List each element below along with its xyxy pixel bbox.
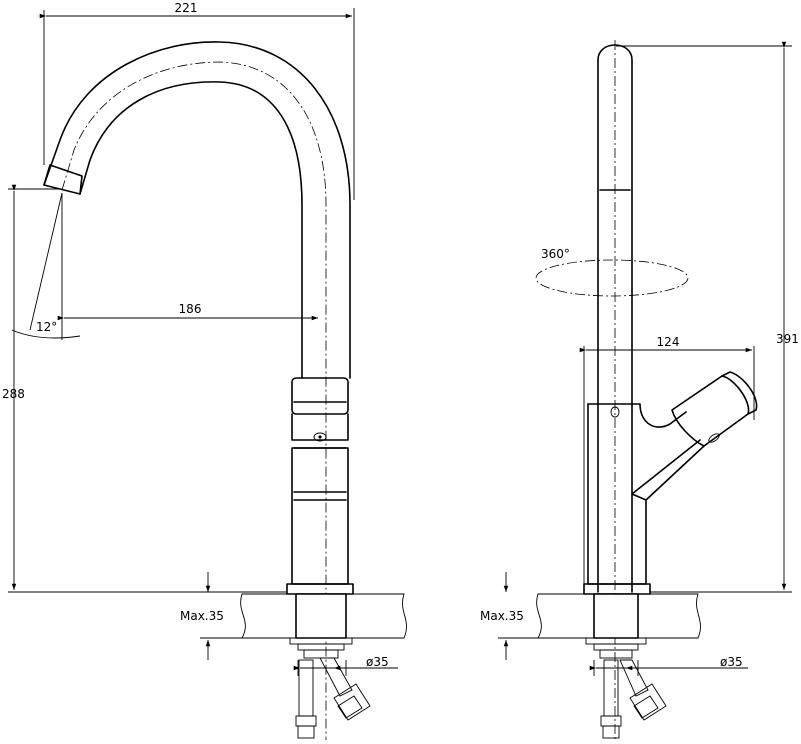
dim-overall-width: 221	[175, 1, 198, 15]
dim-rotation: 360°	[541, 247, 570, 261]
dim-overall-height: 391	[776, 332, 799, 346]
dim-height-to-spout: 288	[2, 387, 25, 401]
dim-hole-diameter: ø35	[366, 655, 389, 669]
front-view: 221 288 12° 186	[2, 1, 407, 740]
dim-spout-angle: 12°	[36, 320, 57, 334]
dim-side-hole-diameter: ø35	[720, 655, 743, 669]
deck-section	[240, 593, 407, 639]
dim-spout-reach: 186	[179, 302, 202, 316]
dim-max-thickness: Max.35	[180, 609, 224, 623]
dim-handle-projection: 124	[657, 335, 680, 349]
side-view: 391 360° 124	[480, 40, 799, 740]
side-deck-section	[536, 593, 701, 639]
dim-side-max-thickness: Max.35	[480, 609, 524, 623]
